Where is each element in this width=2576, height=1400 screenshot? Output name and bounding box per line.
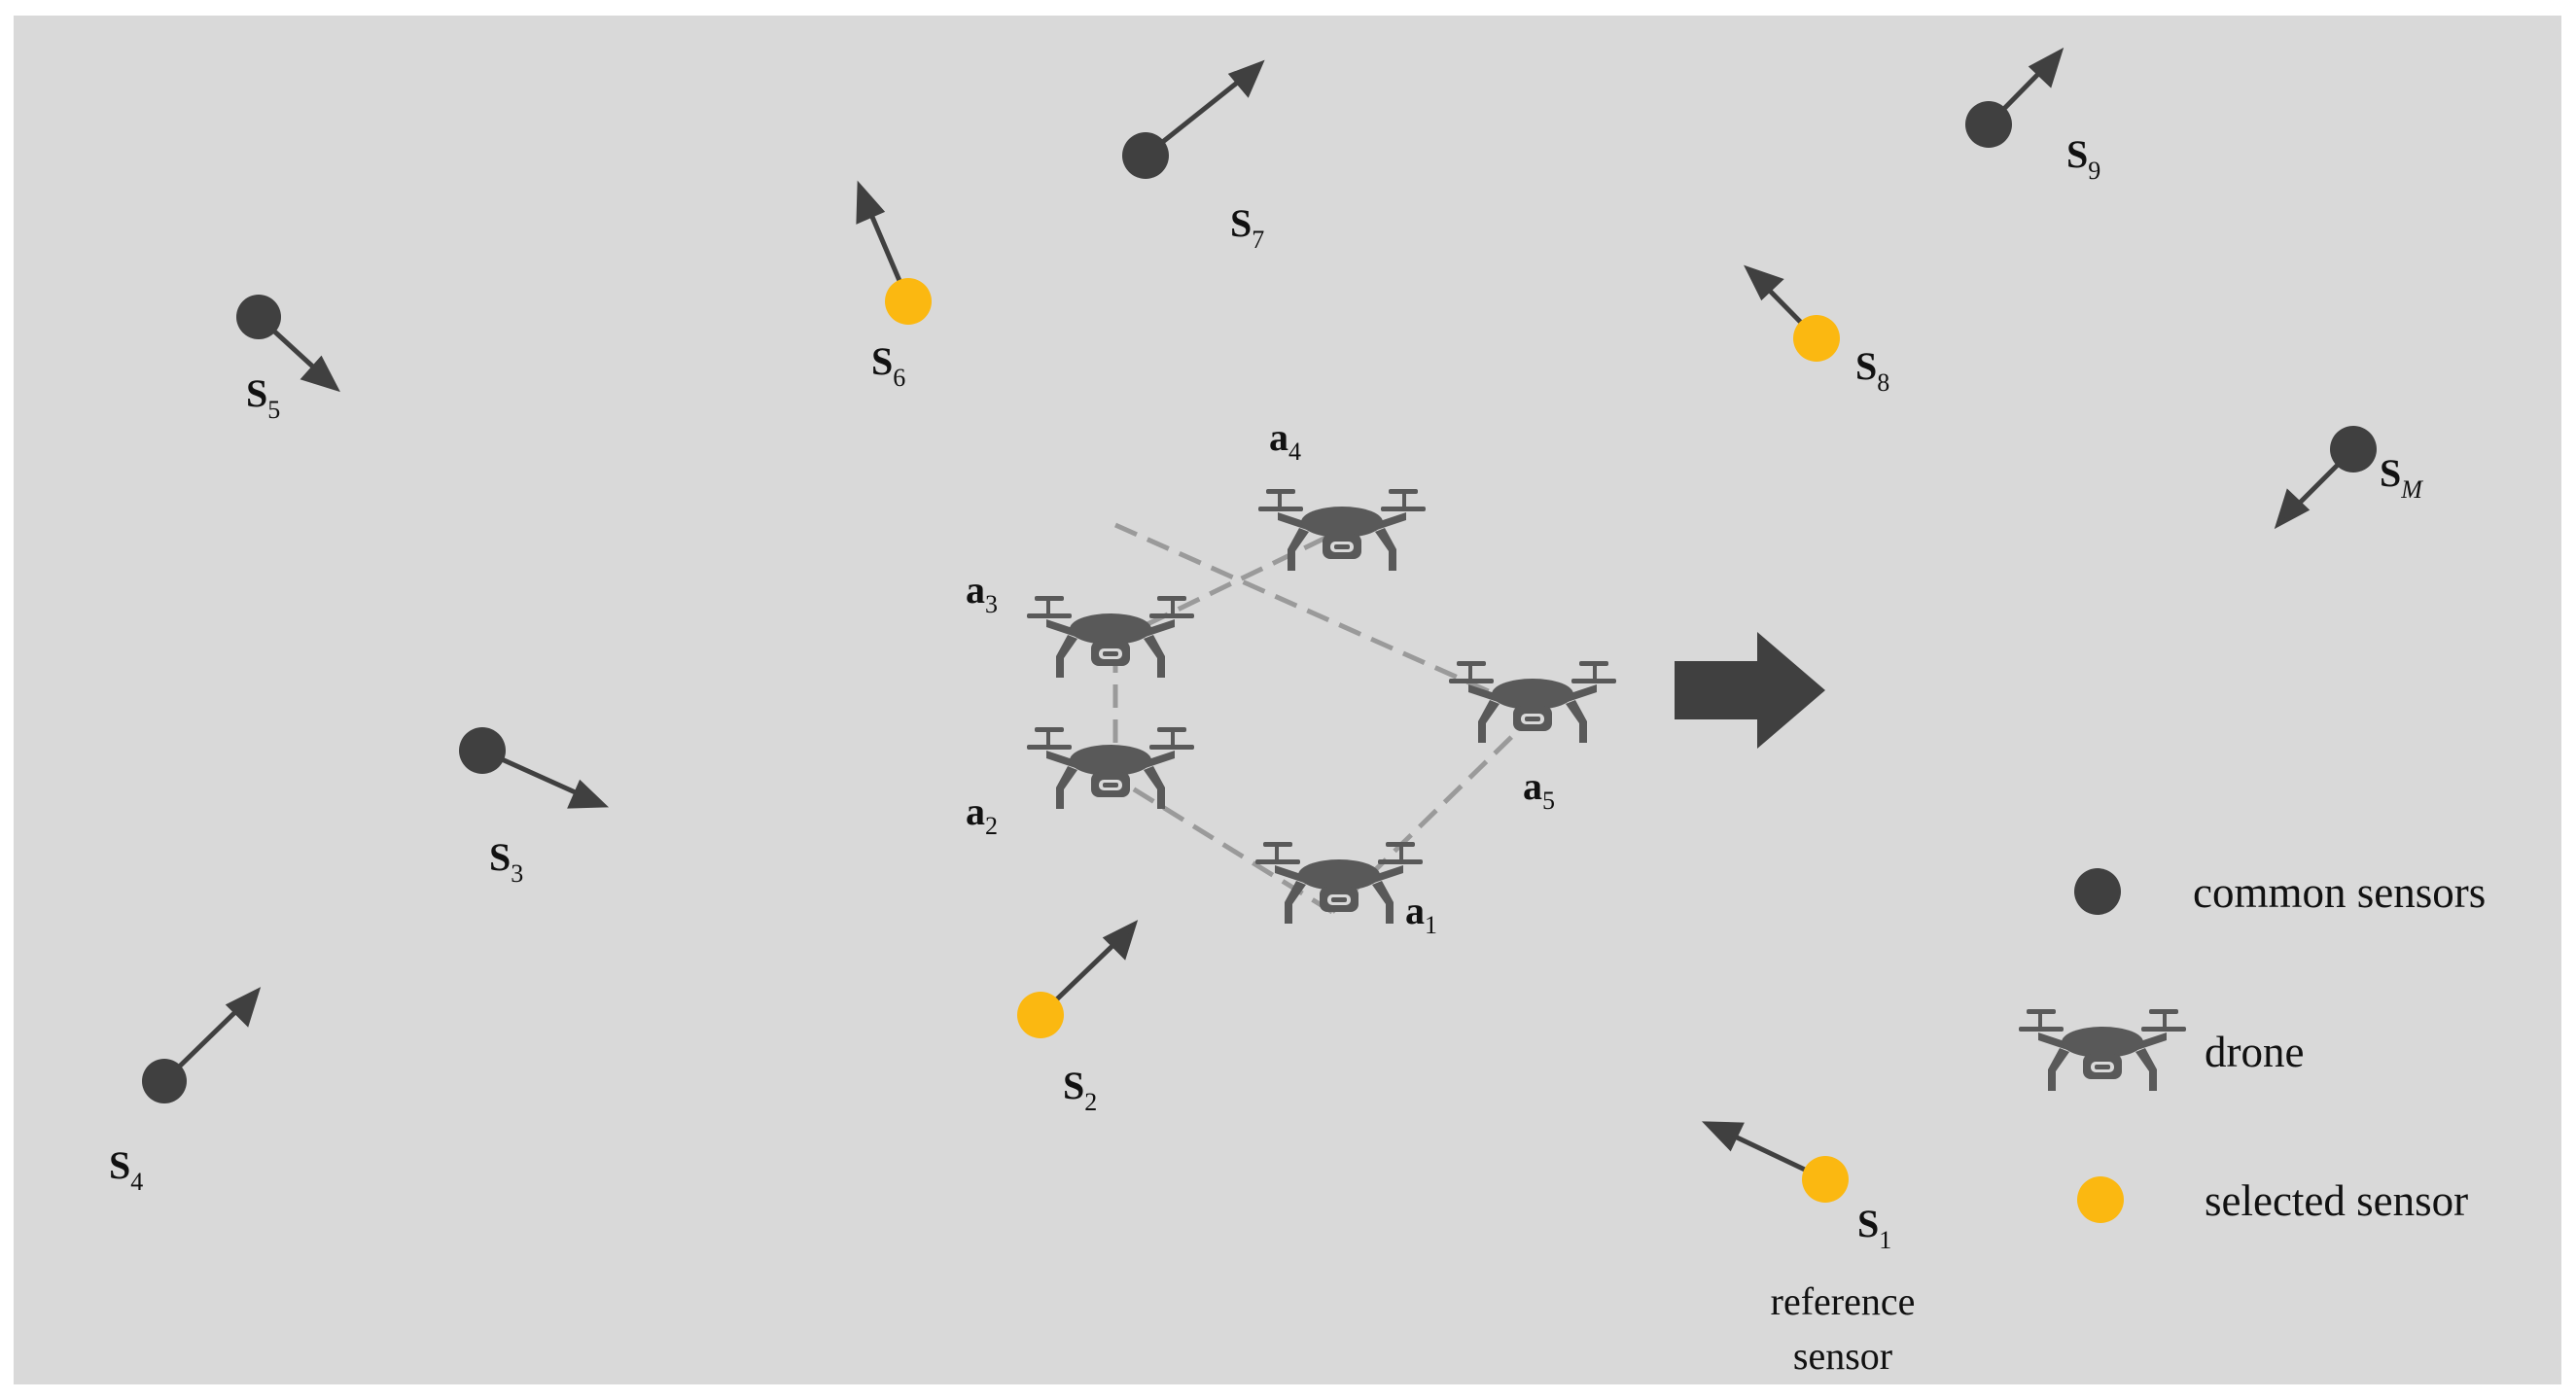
sensor-s2-dot [1017,992,1064,1038]
sensor-label-s5: S5 [246,371,280,424]
sensor-s6-dot [885,278,932,325]
diagram-background [14,16,2561,1384]
sensor-label-s1: S1 [1857,1202,1891,1254]
legend-common-sensor-dot [2074,868,2121,915]
drone-label-a2: a2 [966,789,998,840]
sensor-s8-dot [1793,315,1840,362]
drone-label-a4: a4 [1269,415,1301,466]
drone-label-a3: a3 [966,568,998,618]
legend-drone-label: drone [2205,1028,2304,1076]
sensor-s3-dot [459,727,506,774]
sensor-label-s2: S2 [1063,1064,1097,1116]
legend-selected-label: selected sensor [2205,1176,2468,1225]
sensor-label-s3: S3 [489,835,523,888]
sensor-label-s8: S8 [1855,344,1889,397]
edge-a3-a4 [1113,527,1344,643]
legend: common sensors drone selected sensor [2019,868,2486,1225]
sensor-label-s6: S6 [871,339,905,392]
legend-common-label: common sensors [2193,868,2486,917]
sensor-s4-dot [142,1059,187,1103]
drone-label-a5: a5 [1523,764,1555,815]
drone-label-a1: a1 [1405,889,1437,939]
edge-a4-a5 [1113,522,1538,716]
sensor-s7-dot [1122,132,1169,179]
sensor-s9-dot [1965,101,2012,148]
sensor-label-s9: S9 [2066,132,2100,185]
reference-note-line2: sensor [1793,1334,1892,1378]
sensor-label-s7: S7 [1230,201,1264,254]
sensor-label-s4: S4 [109,1143,143,1196]
sensor-label-sm: SM [2380,451,2423,504]
sensor-s1-dot [1802,1156,1849,1203]
sensor-s1-arrow-icon [1701,1121,1827,1182]
sensor-sm-dot [2330,426,2377,472]
reference-note-line1: reference [1771,1279,1916,1323]
sensor-s5-dot [236,295,281,339]
formation-motion-arrow-icon [1675,632,1825,749]
edge-a5-a1 [1330,711,1538,914]
legend-selected-sensor-dot [2077,1176,2124,1223]
